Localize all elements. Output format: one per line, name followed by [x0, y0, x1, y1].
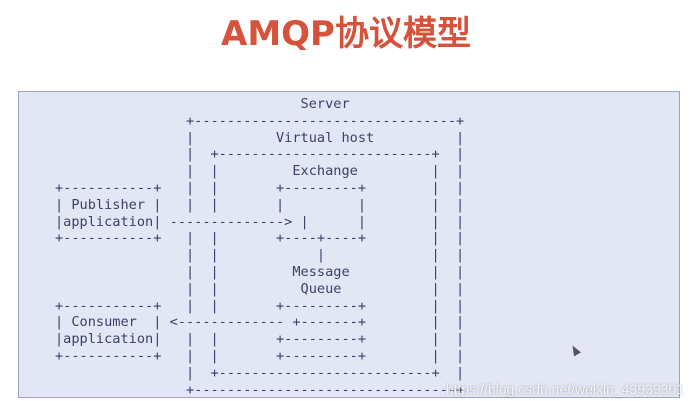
page-title: AMQP协议模型	[221, 14, 471, 54]
diagram-panel	[18, 91, 680, 398]
watermark: https://blog.csdn.net/weixin_43939301	[445, 381, 684, 397]
amqp-ascii-diagram: Server +--------------------------------…	[55, 96, 465, 398]
